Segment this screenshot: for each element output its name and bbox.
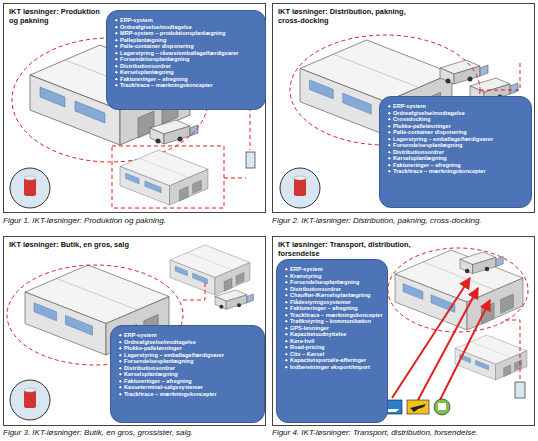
truck [215, 290, 253, 309]
can-symbol [10, 380, 50, 420]
train-icon [434, 399, 450, 415]
figure-panel: IKT løsninger: Transport, distribution, … [272, 236, 535, 426]
list-item: Track/trace – mærkningskoncepter [115, 82, 259, 89]
train-shape [438, 403, 446, 410]
panel-title: IKT løsninger: Transport, distribution, … [278, 241, 448, 258]
dashed-line [505, 320, 520, 380]
dashed-line [480, 60, 520, 90]
panel-title: IKT løsninger: Produktion og pakning [9, 8, 109, 25]
panel-title: IKT løsninger: Distribution, pakning, cr… [278, 8, 428, 25]
plane-shape [410, 404, 426, 412]
plane-icon [407, 400, 429, 414]
product-box [515, 382, 525, 398]
solution-list-box: ERP-systemOrdreafgivelse/modtagelsePlukk… [110, 325, 265, 423]
figure-caption: Figur 2. IKT-løsninger: Distribution, pa… [272, 216, 482, 226]
building [170, 245, 250, 295]
figure-panel: IKT løsninger: Distribution, pakning, cr… [272, 3, 535, 213]
panel-title: IKT løsninger: Butik, en gros, salg [9, 241, 129, 250]
list-item: Track/trace – mærkningskoncepter [388, 168, 525, 175]
panel-4-art [380, 248, 528, 415]
red-arrow [392, 278, 470, 398]
figure-panel: IKT løsninger: Produktion og pakningERP-… [3, 3, 266, 213]
can-symbol [10, 168, 50, 208]
can-symbol [280, 168, 320, 208]
dashed-line [224, 178, 246, 179]
product-box [246, 152, 255, 168]
solution-list-box: ERP-systemOrdreafgivelse/modtagelseCross… [379, 96, 532, 208]
red-arrow [440, 300, 490, 400]
dashed-line [183, 280, 205, 300]
figure-caption: Figur 4. IKT-løsninger: Transport, distr… [272, 428, 478, 438]
solution-list-box: ERP-systemKranstyringForsendelsesplanlæg… [276, 259, 388, 423]
truck [440, 60, 488, 84]
building [395, 250, 523, 330]
dashed-outline [388, 248, 528, 332]
dashed-outline [112, 146, 224, 208]
solution-list-box: ERP-systemOrdreafgivelse/modtagelseMRP-s… [106, 10, 266, 110]
figure-panel: IKT løsninger: Butik, en gros, salgERP-s… [3, 236, 266, 426]
building [120, 150, 208, 205]
list-item: Track/trace – mærkningskoncepter [119, 391, 258, 398]
list-item: Indberetninger eksport/import [285, 364, 381, 371]
figure-caption: Figur 1. IKT-løsninger: Produktion og pa… [3, 216, 166, 226]
truck [460, 252, 503, 274]
figure-caption: Figur 3. IKT-løsninger: Butik, en gros, … [3, 428, 193, 438]
building [455, 335, 527, 380]
truck [150, 120, 198, 144]
